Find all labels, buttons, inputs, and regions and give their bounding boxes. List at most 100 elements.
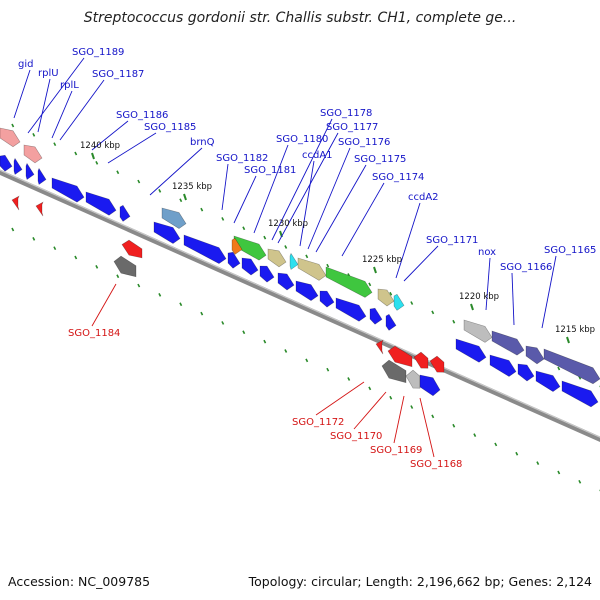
tick-mark-lower	[410, 405, 414, 409]
leader-line-reverse	[393, 395, 405, 444]
tick-mark-lower	[74, 255, 78, 260]
leader-line-forward	[307, 147, 351, 250]
leader-line-forward	[51, 90, 73, 139]
leader-line-forward	[107, 132, 157, 164]
gene-feature-arrow	[463, 319, 493, 343]
tick-mark-lower	[389, 395, 393, 400]
gene-reverse-arrow	[35, 201, 44, 217]
tick-mark-upper	[95, 161, 99, 165]
gene-label-reverse: SGO_1172	[292, 417, 344, 428]
gene-feature-arrow	[297, 257, 327, 281]
gene-forward-arrow	[153, 221, 181, 244]
leader-line-forward	[149, 147, 203, 196]
tick-mark-upper	[431, 310, 435, 315]
tick-mark-upper	[557, 366, 561, 371]
gene-feature-arrow	[161, 207, 187, 229]
gene-label-forward: SGO_1176	[338, 137, 390, 148]
gene-forward-arrow	[85, 191, 117, 216]
tick-mark-upper	[284, 245, 288, 249]
tick-mark-lower	[11, 227, 15, 232]
tick-mark-lower	[578, 479, 582, 484]
tick-label: 1235 kbp	[172, 182, 212, 192]
tick-mark-lower	[137, 283, 141, 288]
tick-label: 1230 kbp	[268, 219, 308, 229]
backbone-highlight	[0, 169, 600, 438]
tick-mark-lower	[431, 414, 435, 419]
tick-mark-upper	[410, 301, 414, 305]
gene-forward-arrow	[37, 167, 47, 185]
gene-reverse-arrow	[387, 345, 413, 368]
gene-feature-arrow	[393, 293, 405, 311]
gene-label-reverse: SGO_1184	[68, 328, 120, 339]
gene-forward-arrow	[517, 363, 535, 382]
tick-mark-lower	[221, 321, 225, 325]
gene-reverse-arrow	[413, 351, 429, 369]
leader-line-forward	[13, 69, 31, 119]
tick-mark-lower	[494, 442, 498, 447]
gene-reverse-arrow	[405, 369, 421, 389]
gene-label-forward: ccdA1	[302, 150, 333, 161]
gene-forward-arrow	[561, 380, 599, 408]
gene-label-forward: SGO_1186	[116, 110, 168, 121]
tick-mark-lower	[515, 451, 519, 456]
gene-label-forward: SGO_1177	[326, 122, 378, 133]
leader-line-forward	[315, 164, 367, 253]
leader-line-forward	[37, 78, 51, 133]
gene-forward-arrow	[259, 265, 275, 283]
tick-mark-upper	[305, 254, 309, 259]
leader-line-forward	[511, 272, 515, 326]
tick-mark-major	[91, 152, 95, 160]
gene-label-reverse: SGO_1169	[370, 445, 422, 456]
tick-mark-lower	[305, 358, 309, 363]
tick-mark-lower	[200, 311, 204, 316]
gene-feature-arrow	[289, 252, 299, 270]
gene-reverse-arrow	[429, 355, 445, 373]
tick-mark-upper	[368, 282, 372, 287]
gene-forward-arrow	[119, 204, 131, 222]
tick-mark-lower	[263, 339, 267, 344]
gene-label-forward: SGO_1180	[276, 134, 328, 145]
tick-mark-lower	[284, 349, 288, 353]
page-title: Streptococcus gordonii str. Challis subs…	[83, 10, 517, 26]
accession-label: Accession: NC_009785	[8, 574, 151, 589]
gene-feature-arrow	[377, 288, 395, 307]
gene-reverse-arrow	[113, 255, 137, 278]
gene-label-forward: nox	[478, 247, 496, 258]
tick-mark-lower	[53, 246, 57, 251]
gene-forward-arrow	[385, 313, 397, 331]
tick-mark-lower	[536, 461, 540, 465]
gene-forward-arrow	[241, 257, 259, 276]
gene-label-forward: SGO_1166	[500, 262, 552, 273]
gene-reverse-arrow	[121, 239, 143, 259]
gene-forward-arrow	[183, 234, 227, 264]
gene-label-forward: SGO_1175	[354, 154, 406, 165]
gene-forward-arrow	[51, 177, 85, 203]
gene-label-forward: gid	[18, 59, 33, 70]
leader-line-forward	[233, 175, 257, 224]
leader-line-reverse	[315, 381, 365, 416]
leader-line-forward	[91, 120, 129, 151]
tick-mark-lower	[452, 423, 456, 428]
gene-feature-arrow	[325, 266, 373, 298]
tick-mark-major	[183, 193, 187, 201]
tick-mark-upper	[389, 291, 393, 296]
gene-label-forward: SGO_1182	[216, 153, 268, 164]
tick-mark-lower	[32, 236, 36, 241]
tick-mark-upper	[74, 151, 78, 156]
tick-mark-lower	[158, 293, 162, 297]
leader-line-forward	[253, 144, 289, 234]
gene-forward-arrow	[455, 338, 487, 363]
gene-features	[0, 127, 600, 408]
tick-mark-upper	[242, 226, 246, 231]
gene-feature-arrow	[491, 330, 525, 356]
tick-mark-lower	[347, 377, 351, 381]
tick-label: 1240 kbp	[80, 141, 120, 151]
tick-mark-upper	[32, 132, 36, 137]
gene-feature-arrow	[0, 127, 21, 148]
gene-reverse-arrow	[375, 339, 384, 355]
tick-mark-major	[373, 266, 377, 274]
gene-label-forward: SGO_1165	[544, 245, 596, 256]
gene-forward-arrow	[13, 157, 23, 175]
